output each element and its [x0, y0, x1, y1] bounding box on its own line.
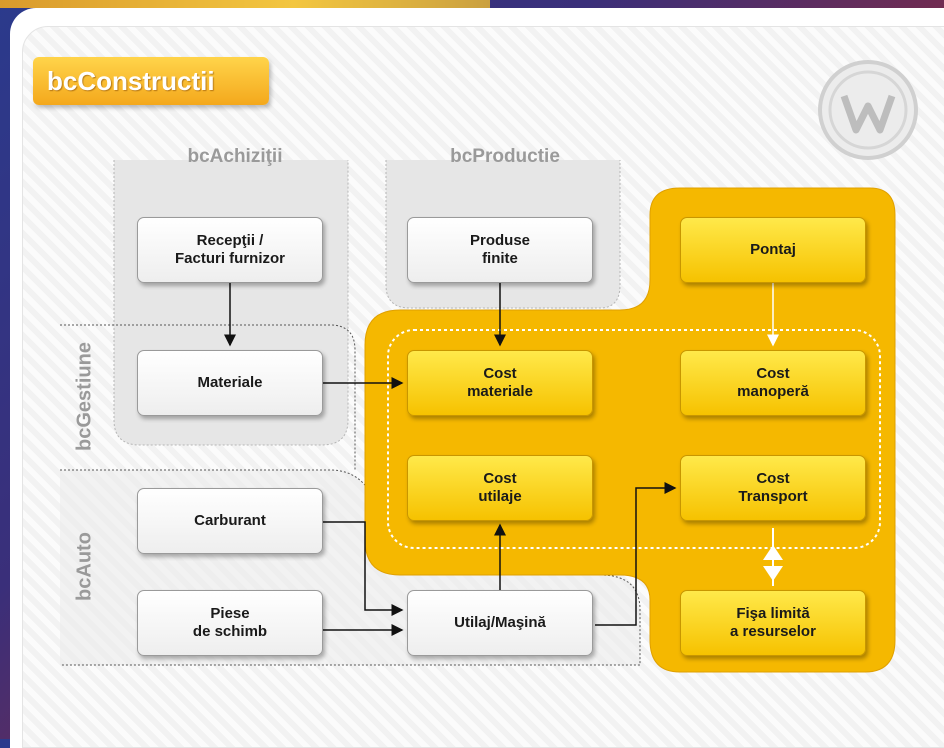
arrow-utilaj-transport: [595, 482, 677, 626]
top-decor-strip: [0, 0, 490, 8]
double-arrow-transport-fisa: [763, 528, 783, 586]
node-cost-materiale[interactable]: Cost materiale: [407, 350, 593, 416]
node-pontaj[interactable]: Pontaj: [680, 217, 866, 283]
row-label-gestiune: bcGestiune: [73, 342, 96, 451]
page-title: bcConstructii: [33, 57, 269, 105]
node-cost-utilaje[interactable]: Cost utilaje: [407, 455, 593, 521]
node-fisa-limita[interactable]: Fişa limită a resurselor: [680, 590, 866, 656]
cost-group-outline: [387, 329, 881, 549]
node-materiale[interactable]: Materiale: [137, 350, 323, 416]
node-cost-manopera[interactable]: Cost manoperă: [680, 350, 866, 416]
node-carburant[interactable]: Carburant: [137, 488, 323, 554]
column-label-productie: bcProductie: [450, 146, 560, 167]
node-utilaj-masina[interactable]: Utilaj/Maşină: [407, 590, 593, 656]
row-label-auto: bcAuto: [73, 532, 96, 601]
node-produse-finite[interactable]: Produse finite: [407, 217, 593, 283]
node-receptii-facturi[interactable]: Recepţii / Facturi furnizor: [137, 217, 323, 283]
column-label-achizitii: bcAchiziţii: [187, 146, 283, 167]
node-cost-transport[interactable]: Cost Transport: [680, 455, 866, 521]
company-logo-icon: [818, 60, 918, 160]
node-piese-de-schimb[interactable]: Piese de schimb: [137, 590, 323, 656]
arrow-carburant-utilaj: [322, 521, 404, 616]
highlight-region: [364, 187, 896, 673]
